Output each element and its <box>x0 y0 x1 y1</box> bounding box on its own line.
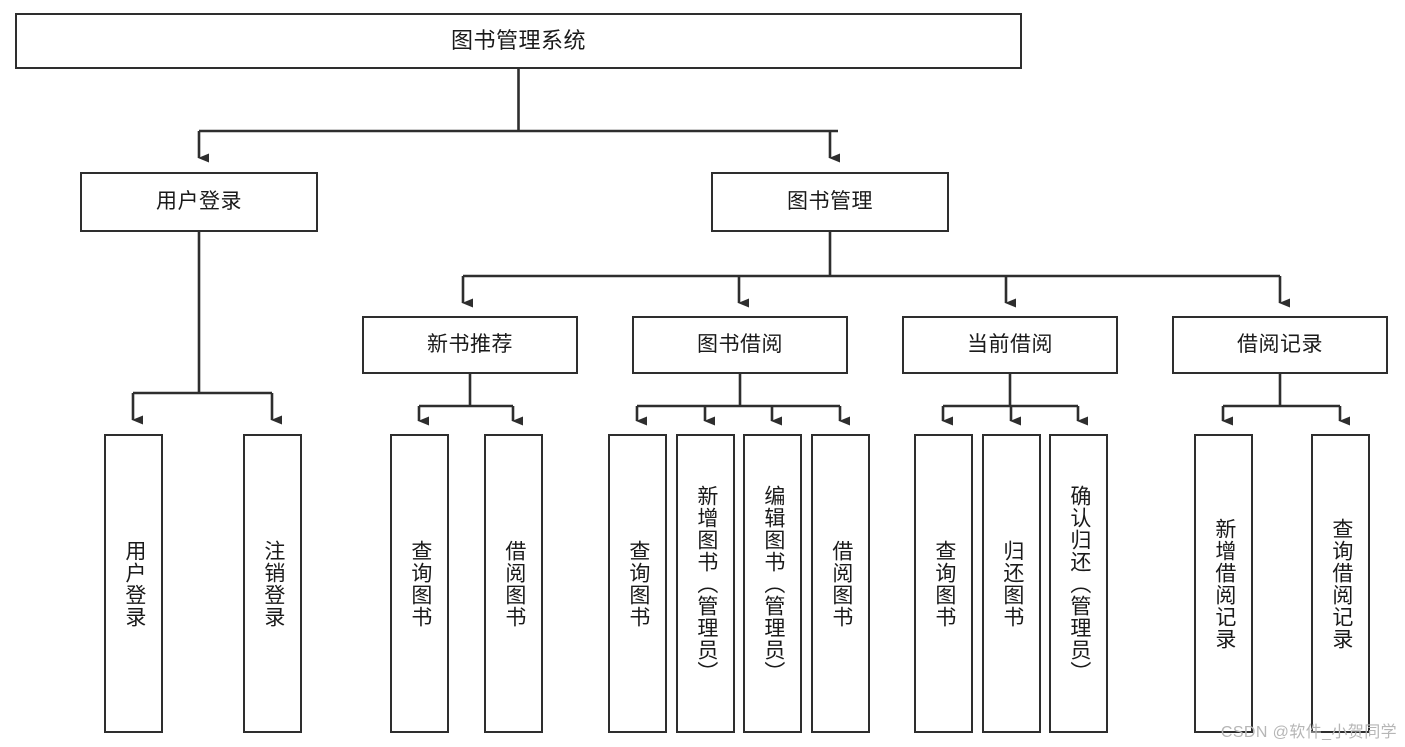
node-book-borrow[interactable]: 图书借阅 <box>632 316 848 374</box>
node-leaf-add-record[interactable]: 新增借阅记录 <box>1194 434 1253 733</box>
node-label: 注销登录 <box>261 539 285 628</box>
node-root-system[interactable]: 图书管理系统 <box>15 13 1022 69</box>
node-label: 借阅记录 <box>1237 333 1323 357</box>
node-label: 用户登录 <box>156 190 242 214</box>
node-label: 借阅图书 <box>502 539 526 628</box>
node-leaf-logout[interactable]: 注销登录 <box>243 434 302 733</box>
node-leaf-user-login[interactable]: 用户登录 <box>104 434 163 733</box>
node-leaf-return-book[interactable]: 归还图书 <box>982 434 1041 733</box>
node-label: 图书管理 <box>787 190 873 214</box>
node-label: 归还图书 <box>1000 539 1024 628</box>
node-label: 当前借阅 <box>967 333 1053 357</box>
node-current-borrow[interactable]: 当前借阅 <box>902 316 1118 374</box>
node-label: 新书推荐 <box>427 333 513 357</box>
node-leaf-borrow-book-1[interactable]: 借阅图书 <box>484 434 543 733</box>
node-user-login[interactable]: 用户登录 <box>80 172 318 232</box>
node-book-manage[interactable]: 图书管理 <box>711 172 949 232</box>
node-leaf-query-book-1[interactable]: 查询图书 <box>390 434 449 733</box>
node-leaf-query-book-2[interactable]: 查询图书 <box>608 434 667 733</box>
node-label: 编辑图书（管理员） <box>761 484 785 683</box>
node-leaf-borrow-book-2[interactable]: 借阅图书 <box>811 434 870 733</box>
node-new-book-recommend[interactable]: 新书推荐 <box>362 316 578 374</box>
node-label: 查询图书 <box>408 539 432 628</box>
node-label: 图书管理系统 <box>450 27 586 53</box>
node-leaf-add-book[interactable]: 新增图书（管理员） <box>676 434 735 733</box>
node-label: 新增图书（管理员） <box>694 484 718 683</box>
node-leaf-query-record[interactable]: 查询借阅记录 <box>1311 434 1370 733</box>
node-leaf-edit-book[interactable]: 编辑图书（管理员） <box>743 434 802 733</box>
node-borrow-record[interactable]: 借阅记录 <box>1172 316 1388 374</box>
node-label: 新增借阅记录 <box>1212 517 1236 650</box>
node-leaf-query-book-3[interactable]: 查询图书 <box>914 434 973 733</box>
node-label: 查询图书 <box>932 539 956 628</box>
node-leaf-confirm-return[interactable]: 确认归还（管理员） <box>1049 434 1108 733</box>
node-label: 用户登录 <box>122 539 146 628</box>
node-label: 查询借阅记录 <box>1329 517 1353 650</box>
node-label: 确认归还（管理员） <box>1067 484 1091 683</box>
node-label: 借阅图书 <box>829 539 853 628</box>
node-label: 图书借阅 <box>697 333 783 357</box>
node-label: 查询图书 <box>626 539 650 628</box>
